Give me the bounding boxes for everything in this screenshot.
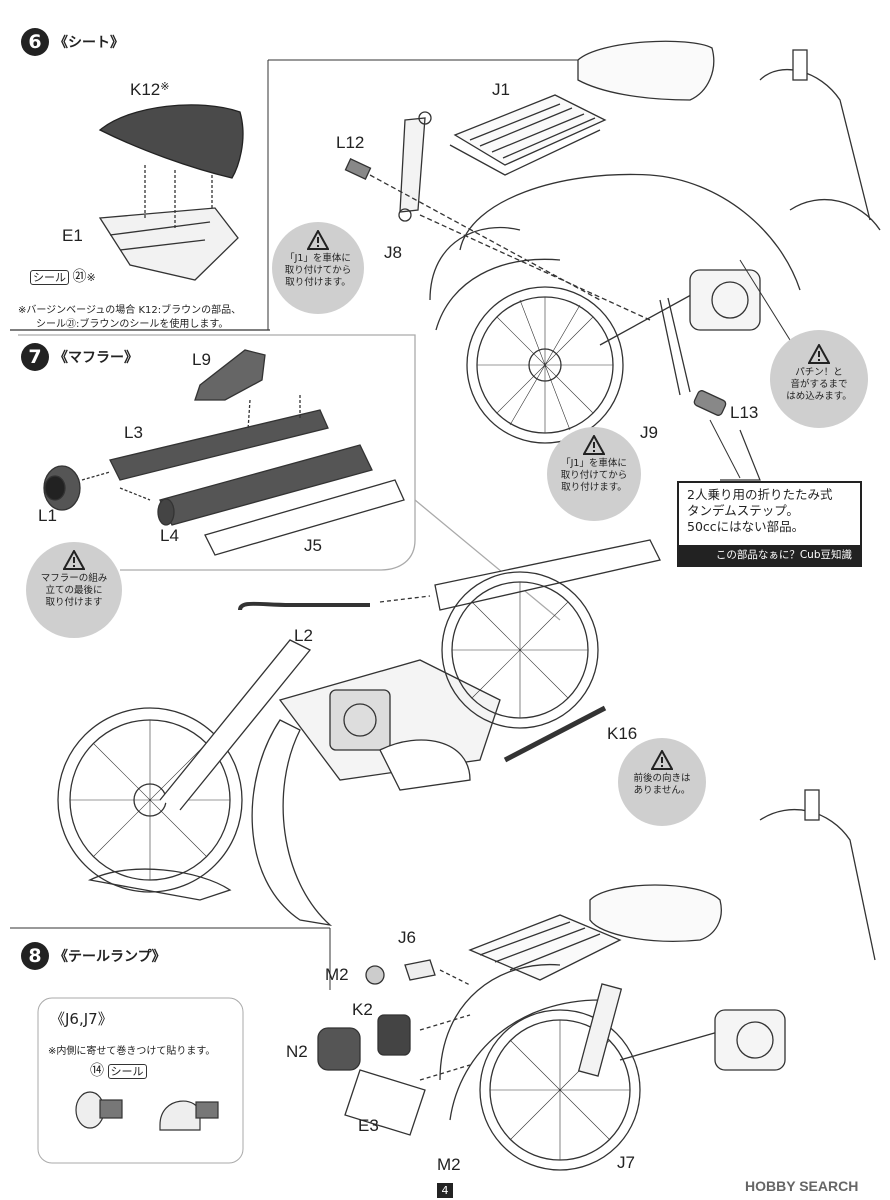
warning-badge-j9: 「J1」を車体に 取り付けてから 取り付けます。: [547, 427, 641, 521]
warning-line: 立ての最後に: [45, 585, 103, 596]
seal-number: ㉑: [72, 269, 87, 285]
warning-line: 取り付けてから: [560, 470, 628, 481]
watermark: HOBBY SEARCH: [745, 1178, 859, 1194]
warning-line: ありません。: [633, 785, 691, 796]
warning-line: 取り付けます。: [561, 482, 627, 493]
part-label-j5: J5: [304, 536, 322, 555]
part-label-l9: L9: [192, 350, 211, 369]
sub-seal-tag: シール: [107, 1064, 147, 1079]
part-code: K12: [130, 80, 161, 99]
step-7-title: 《マフラー》: [54, 350, 138, 366]
part-label-j7: J7: [617, 1153, 635, 1172]
seal-tag: シール: [30, 270, 69, 285]
part-label-k2: K2: [352, 1000, 373, 1019]
step-6-footnote-2: シール㉑:ブラウンのシールを使用します。: [36, 319, 229, 330]
seal-asterisk: ※: [86, 271, 96, 284]
seal-note: シール ㉑※: [30, 266, 96, 286]
part-label-l12: L12: [336, 133, 365, 152]
callout-line: タンデムステップ。: [687, 503, 799, 518]
part-label-j1: J1: [492, 80, 510, 99]
page-number: 4: [437, 1183, 453, 1198]
warning-icon: [583, 435, 605, 455]
step-6-title: 《シート》: [54, 35, 124, 51]
step-8-sub-seal: ⑭ シール: [90, 1060, 147, 1080]
warning-badge-snap: パチン！と 音がするまで はめ込みます。: [770, 330, 868, 428]
callout-footer: この部品なぁに？Cub豆知識: [679, 545, 860, 565]
asterisk-mark: ※: [160, 81, 170, 93]
step-8-title: 《テールランプ》: [54, 949, 166, 965]
part-label-j6: J6: [398, 928, 416, 947]
warning-icon: [808, 344, 830, 364]
warning-line: マフラーの組み: [40, 573, 108, 584]
part-label-e1: E1: [62, 226, 83, 245]
part-label-n2: N2: [286, 1042, 308, 1061]
part-label-l13: L13: [730, 403, 759, 422]
warning-icon: [307, 230, 329, 250]
callout-line: 2人乗り用の折りたたみ式: [687, 487, 833, 502]
warning-line: 前後の向きは: [633, 773, 691, 784]
callout-line: 50ccにはない部品。: [687, 519, 805, 534]
warning-line: 音がするまで: [790, 379, 848, 390]
warning-icon: [651, 750, 673, 770]
part-label-l4: L4: [160, 526, 179, 545]
part-label-l1: L1: [38, 506, 57, 525]
step-6-number: 6: [21, 28, 49, 56]
warning-line: 取り付けます。: [285, 277, 351, 288]
warning-icon: [63, 550, 85, 570]
part-label-k12: K12※: [130, 80, 169, 100]
step-6-footnote-1: ※バージンベージュの場合 K12:ブラウンの部品、: [18, 305, 242, 316]
warning-line: 取り付けます: [45, 597, 103, 608]
part-label-k16: K16: [607, 724, 638, 743]
part-label-j8: J8: [384, 243, 402, 262]
warning-line: 「J1」を車体に: [561, 458, 627, 469]
warning-badge-j8: 「J1」を車体に 取り付けてから 取り付けます。: [272, 222, 364, 314]
warning-line: はめ込みます。: [786, 391, 852, 402]
part-label-m2-bottom: M2: [437, 1155, 461, 1174]
warning-line: パチン！と: [795, 367, 843, 378]
part-label-e3: E3: [358, 1116, 379, 1135]
step-8-sub-title: 《J6,J7》: [50, 1010, 113, 1028]
warning-line: 取り付けてから: [284, 265, 352, 276]
part-label-l2: L2: [294, 626, 313, 645]
step-8-number: 8: [21, 942, 49, 970]
part-label-j9: J9: [640, 423, 658, 442]
step-8-sub-note: ※内側に寄せて巻きつけて貼ります。: [48, 1046, 216, 1057]
trivia-callout: 2人乗り用の折りたたみ式 タンデムステップ。 50ccにはない部品。 この部品な…: [677, 481, 862, 567]
sub-seal-number: ⑭: [90, 1063, 104, 1079]
part-label-l3: L3: [124, 423, 143, 442]
warning-badge-muffler: マフラーの組み 立ての最後に 取り付けます: [26, 542, 122, 638]
part-label-m2-top: M2: [325, 965, 349, 984]
warning-line: 「J1」を車体に: [285, 253, 351, 264]
warning-badge-direction: 前後の向きは ありません。: [618, 738, 706, 826]
step-7-number: 7: [21, 343, 49, 371]
